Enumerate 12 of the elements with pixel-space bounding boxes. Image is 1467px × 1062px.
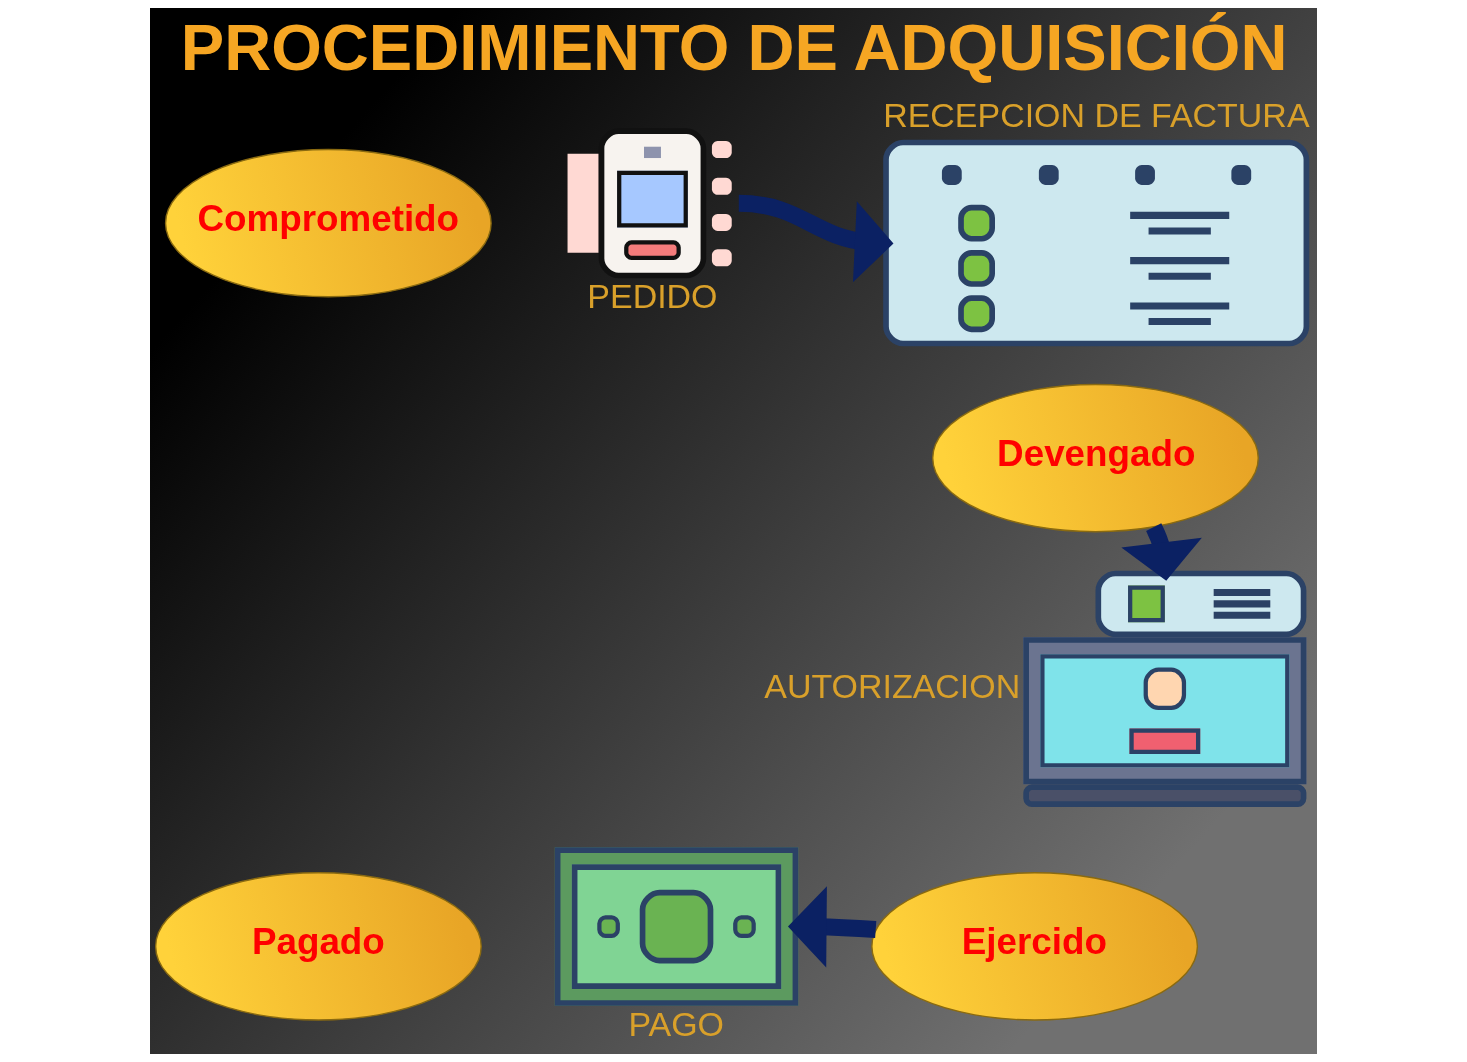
node-ellipse: Comprometido [164, 148, 492, 298]
diagram-title: PROCEDIMIENTO DE ADQUISICIÓN [180, 11, 1288, 84]
node-ellipse: Pagado [154, 872, 482, 1021]
node-label: AUTORIZACION [764, 666, 1021, 705]
node-ellipse: Devengado [932, 383, 1259, 533]
node-label: PAGO [628, 1004, 724, 1043]
node-ellipse: Ejercido [871, 872, 1199, 1021]
arrow [1121, 523, 1202, 581]
node-label: RECEPCION DE FACTURA [883, 96, 1310, 135]
arrow [787, 886, 877, 968]
node-label: PEDIDO [587, 277, 718, 316]
arrow [738, 194, 894, 283]
